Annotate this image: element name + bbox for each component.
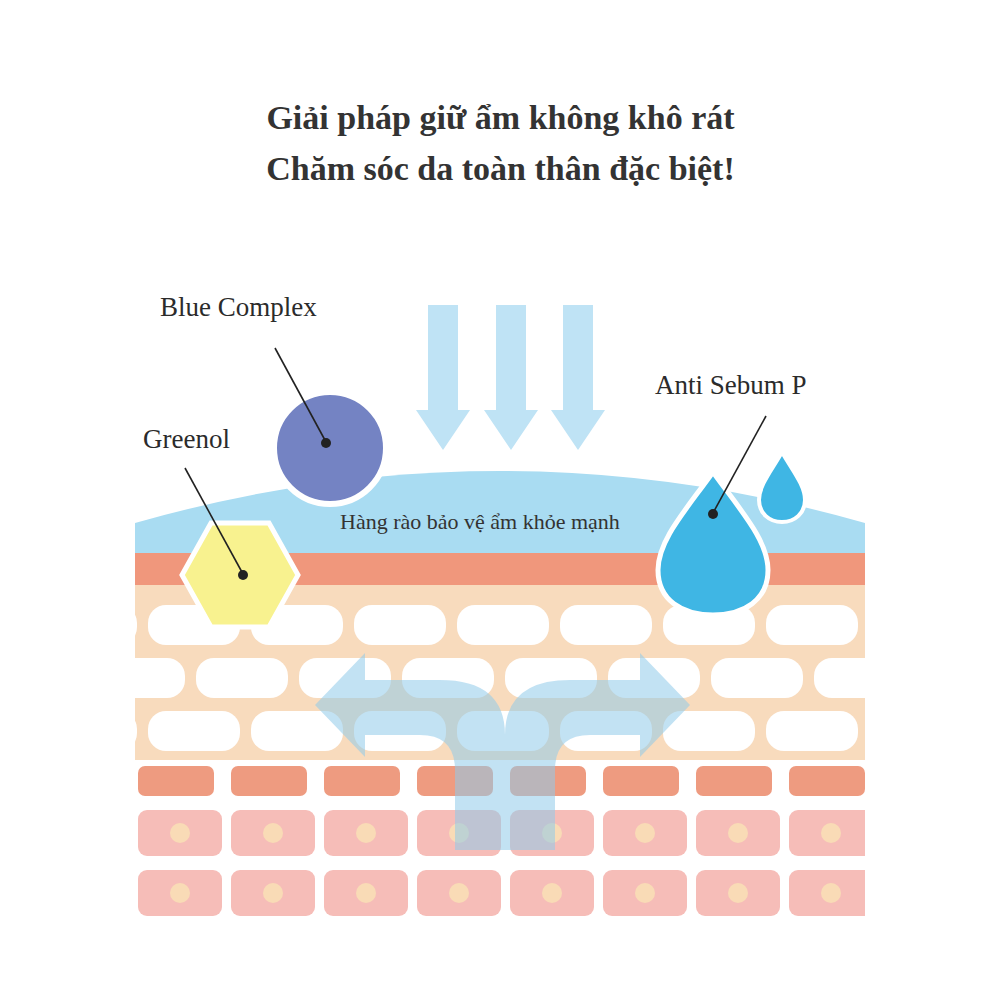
cell-nucleus (728, 823, 748, 843)
cell-nucleus (356, 823, 376, 843)
skin-cell (138, 810, 222, 856)
title: Giải pháp giữ ẩm không khô rát Chăm sóc … (263, 92, 738, 194)
cell-pill (196, 658, 288, 698)
skin-cell (789, 870, 865, 916)
barrier-label: Hàng rào bảo vệ ẩm khỏe mạnh (340, 509, 620, 535)
cell-pill (135, 658, 185, 698)
small-drop (759, 452, 805, 522)
cell-nucleus (635, 823, 655, 843)
skin-cell (603, 810, 687, 856)
ingredient-label: Blue Complex (160, 292, 317, 323)
cell-pill (354, 605, 446, 645)
skin-cell (138, 766, 214, 796)
cell-pill (135, 605, 137, 645)
skin-cell (696, 766, 772, 796)
cell-nucleus (821, 883, 841, 903)
skin-cell (696, 810, 780, 856)
skin-cell (603, 870, 687, 916)
cell-pill (457, 605, 549, 645)
cell-nucleus (263, 823, 283, 843)
blue-circle (274, 392, 386, 504)
cell-nucleus (635, 883, 655, 903)
ingredient-label: Greenol (143, 424, 230, 455)
skin-cell (603, 766, 679, 796)
cell-pill (766, 711, 858, 751)
skin-cell (510, 870, 594, 916)
skin-cell (324, 870, 408, 916)
skin-cell (789, 766, 865, 796)
cell-pill (135, 711, 137, 751)
skin-cell (324, 810, 408, 856)
skin-cell (231, 766, 307, 796)
ingredient-label: Anti Sebum P (655, 370, 807, 401)
cell-nucleus (356, 883, 376, 903)
skin-cell (324, 766, 400, 796)
skin-cell (231, 810, 315, 856)
skin-cell (789, 810, 865, 856)
down-arrows (416, 305, 605, 450)
flow-arrow (315, 653, 690, 850)
cell-nucleus (170, 823, 190, 843)
skin-cell (417, 870, 501, 916)
skin-cell (696, 870, 780, 916)
cell-pill (148, 711, 240, 751)
cell-nucleus (821, 823, 841, 843)
cell-nucleus (728, 883, 748, 903)
cell-pill (711, 658, 803, 698)
cell-nucleus (170, 883, 190, 903)
skin-cell (138, 870, 222, 916)
cell-nucleus (542, 883, 562, 903)
cell-nucleus (263, 883, 283, 903)
cell-pill (766, 605, 858, 645)
skin-cell (231, 870, 315, 916)
cell-pill (560, 605, 652, 645)
cell-pill (814, 658, 865, 698)
cell-nucleus (449, 883, 469, 903)
